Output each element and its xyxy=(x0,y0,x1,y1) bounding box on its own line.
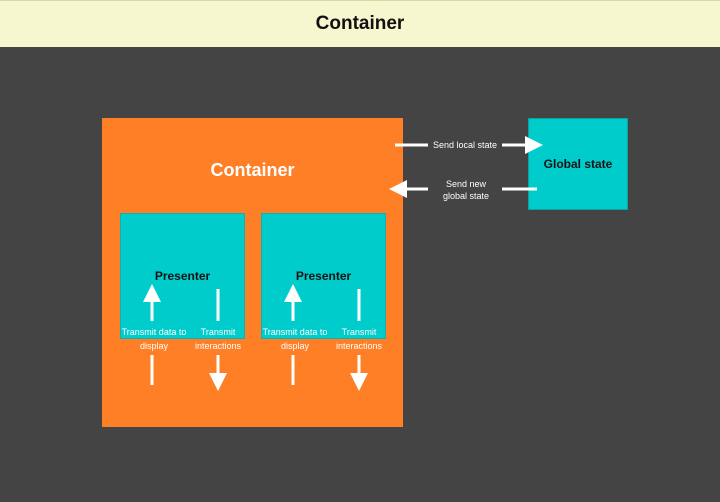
presenter-node-1-title: Presenter xyxy=(154,269,211,283)
send-new-label-line2: global state xyxy=(442,191,490,201)
p1-data-label-line1: Transmit data to xyxy=(121,327,187,337)
page-header: Container xyxy=(0,0,720,47)
p2-interactions-label-line1: Transmit xyxy=(341,327,377,337)
p2-interactions-label-line2: interactions xyxy=(335,341,383,351)
global-state-title: Global state xyxy=(543,157,613,171)
presenter-node-2: Presenter xyxy=(261,213,386,339)
p1-data-label-line2: display xyxy=(139,341,168,351)
p2-data-label-line1: Transmit data to xyxy=(262,327,328,337)
p2-data-label-line2: display xyxy=(280,341,309,351)
p1-interactions-label-line1: Transmit xyxy=(200,327,236,337)
p2-data-label: Transmit data to display xyxy=(259,326,331,352)
presenter-node-1: Presenter xyxy=(120,213,245,339)
container-node-title: Container xyxy=(210,160,295,180)
p1-interactions-label: Transmit interactions xyxy=(188,326,248,352)
container-node: Container Presenter Presenter xyxy=(102,118,403,427)
send-new-label-line1: Send new xyxy=(445,179,487,189)
send-local-label: Send local state xyxy=(433,140,498,150)
page-title: Container xyxy=(315,13,405,34)
p1-data-label: Transmit data to display xyxy=(118,326,190,352)
presenter-node-2-title: Presenter xyxy=(295,269,352,283)
global-state-node: Global state xyxy=(528,118,628,210)
p1-interactions-label-line2: interactions xyxy=(194,341,242,351)
p2-interactions-label: Transmit interactions xyxy=(329,326,389,352)
send-new-label: Send new global state xyxy=(432,178,500,202)
